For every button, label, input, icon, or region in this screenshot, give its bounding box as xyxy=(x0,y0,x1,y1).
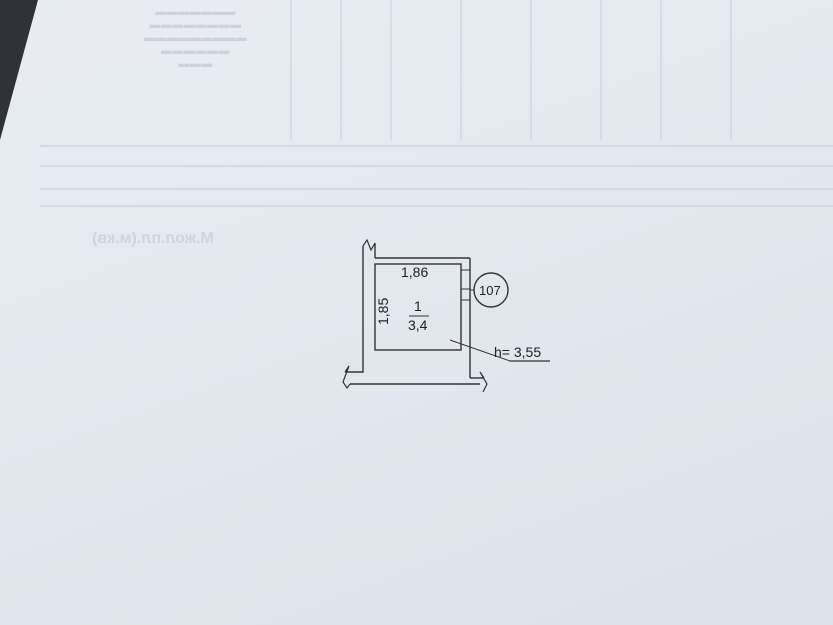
bleed-through-table: ▬▬▬▬▬▬▬▬▬▬▬▬▬▬▬▬▬▬▬▬▬▬▬▬▬▬▬▬▬▬▬▬▬ xyxy=(40,0,833,210)
wall-outer-left xyxy=(345,246,364,373)
room-height-label: 1,85 xyxy=(375,298,391,325)
break-mark-bottom-right xyxy=(479,371,488,393)
ceiling-height-label: h= 3,55 xyxy=(494,344,541,360)
room-area: 3,4 xyxy=(408,317,428,333)
apartment-number: 107 xyxy=(479,283,501,298)
height-leader-line xyxy=(449,339,511,362)
room-width-label: 1,86 xyxy=(401,264,428,280)
room-number: 1 xyxy=(414,298,422,314)
room-1 xyxy=(374,263,462,351)
break-mark-bottom-left xyxy=(342,365,351,390)
apartment-number-circle xyxy=(473,272,509,308)
break-mark-top xyxy=(362,238,376,252)
scan-corner-shadow xyxy=(0,0,38,140)
